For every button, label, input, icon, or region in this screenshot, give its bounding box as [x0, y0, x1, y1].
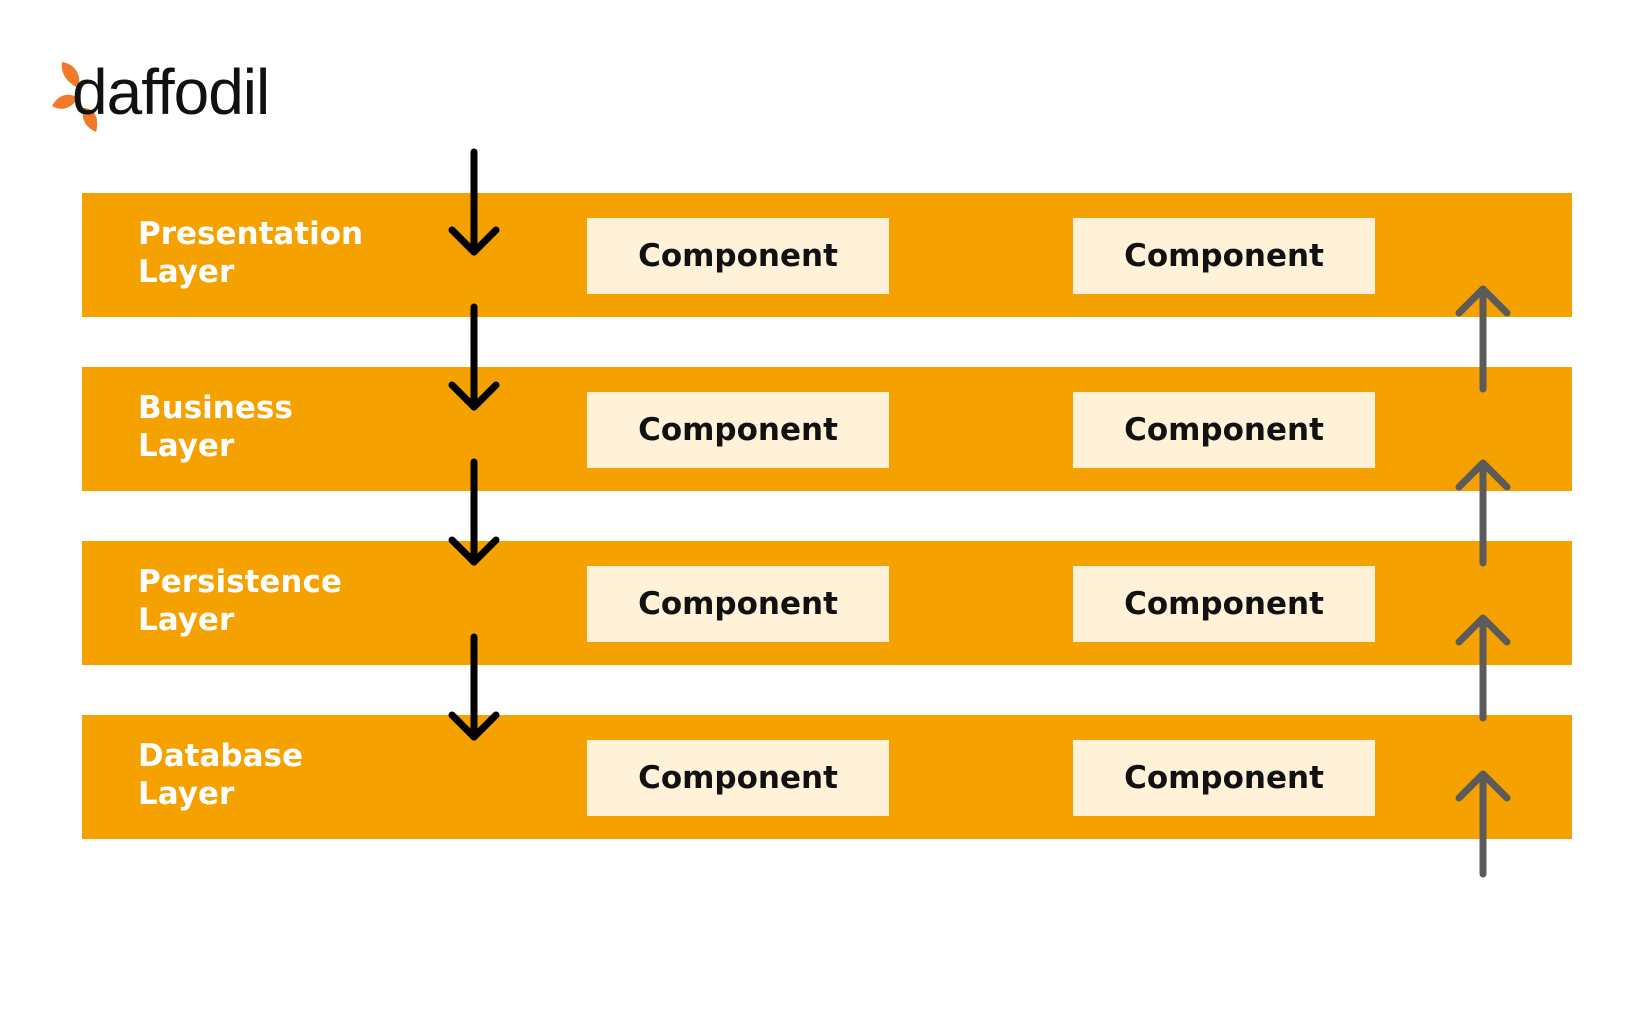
- layer-label-line1: Presentation: [138, 216, 364, 252]
- layer-label: Persistence Layer: [138, 563, 398, 639]
- layer-label-line2: Layer: [138, 428, 235, 464]
- component-box: Component: [1073, 218, 1375, 294]
- layer-label-line1: Persistence: [138, 564, 342, 600]
- layer-label: Database Layer: [138, 737, 398, 813]
- layer-persistence: Persistence Layer Component Component: [82, 541, 1572, 665]
- logo-wordmark: daffodil: [72, 56, 270, 128]
- component-box: Component: [587, 566, 889, 642]
- layer-label-line2: Layer: [138, 776, 235, 812]
- layer-label: Presentation Layer: [138, 215, 398, 291]
- layer-business: Business Layer Component Component: [82, 367, 1572, 491]
- component-box: Component: [1073, 392, 1375, 468]
- layer-database: Database Layer Component Component: [82, 715, 1572, 839]
- daffodil-petal-icon: [52, 62, 98, 132]
- component-box: Component: [587, 218, 889, 294]
- daffodil-logo: daffodil: [52, 52, 312, 132]
- layer-label-line2: Layer: [138, 602, 235, 638]
- layer-label-line1: Business: [138, 390, 293, 426]
- component-box: Component: [1073, 566, 1375, 642]
- component-box: Component: [587, 740, 889, 816]
- layer-label-line2: Layer: [138, 254, 235, 290]
- layer-label: Business Layer: [138, 389, 398, 465]
- layer-label-line1: Database: [138, 738, 303, 774]
- layer-presentation: Presentation Layer Component Component: [82, 193, 1572, 317]
- component-box: Component: [587, 392, 889, 468]
- component-box: Component: [1073, 740, 1375, 816]
